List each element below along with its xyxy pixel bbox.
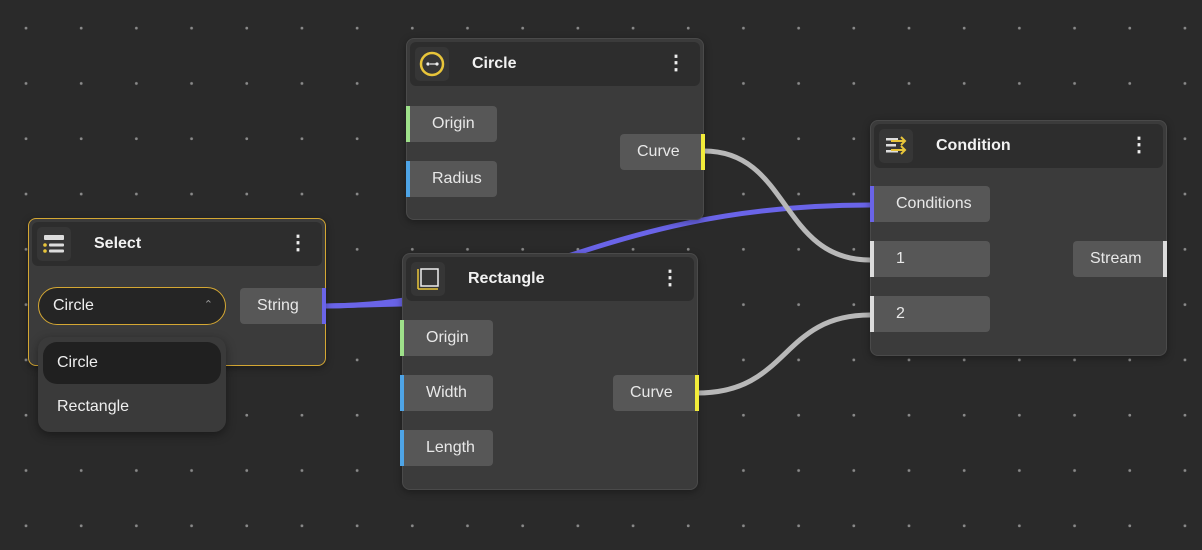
chevron-up-down-icon: ⌃: [203, 299, 213, 311]
circle-node[interactable]: Circle ⋮ Origin Radius Curve: [406, 38, 705, 220]
rectangle-icon: [411, 262, 445, 296]
rectangle-node[interactable]: Rectangle ⋮ Origin Width Length Curve: [400, 253, 699, 490]
wire-circle-curve-to-1: [703, 148, 871, 263]
menu-option-rectangle[interactable]: Rectangle: [57, 398, 130, 415]
node-header[interactable]: Condition ⋮: [874, 124, 1163, 168]
branch-arrows-icon: [879, 129, 913, 163]
list-icon: [37, 227, 71, 261]
output-port-curve[interactable]: Curve: [620, 134, 705, 170]
circle-icon: [415, 47, 449, 81]
output-port-curve[interactable]: Curve: [613, 375, 699, 411]
input-port-radius[interactable]: Radius: [406, 161, 497, 197]
node-title: Condition: [936, 137, 1011, 154]
node-header[interactable]: Rectangle ⋮: [406, 257, 694, 301]
wire-rect-curve-to-2: [696, 312, 871, 396]
more-options-icon[interactable]: ⋮: [660, 267, 680, 289]
input-port-conditions[interactable]: Conditions: [870, 186, 990, 222]
node-header[interactable]: Select ⋮: [32, 222, 322, 266]
select-dropdown[interactable]: Circle ⌃: [38, 287, 226, 325]
more-options-icon[interactable]: ⋮: [288, 232, 308, 254]
input-port-1[interactable]: 1: [870, 241, 990, 277]
menu-option-circle[interactable]: Circle: [43, 342, 221, 384]
dropdown-menu: Circle Rectangle: [38, 337, 226, 432]
input-port-2[interactable]: 2: [870, 296, 990, 332]
selected-value: Circle: [53, 297, 94, 314]
input-port-width[interactable]: Width: [400, 375, 493, 411]
node-header[interactable]: Circle ⋮: [410, 42, 700, 86]
node-title: Select: [94, 235, 142, 252]
more-options-icon[interactable]: ⋮: [1129, 134, 1149, 156]
node-title: Rectangle: [468, 270, 545, 287]
more-options-icon[interactable]: ⋮: [666, 52, 686, 74]
input-port-origin[interactable]: Origin: [400, 320, 493, 356]
input-port-length[interactable]: Length: [400, 430, 493, 466]
output-port-string[interactable]: String: [240, 288, 326, 324]
wire-string-to-rectangle: [324, 301, 403, 309]
output-port-stream[interactable]: Stream: [1073, 241, 1167, 277]
input-port-origin[interactable]: Origin: [406, 106, 497, 142]
node-title: Circle: [472, 55, 517, 72]
condition-node[interactable]: Condition ⋮ Conditions 1 2 Stream: [870, 120, 1167, 356]
